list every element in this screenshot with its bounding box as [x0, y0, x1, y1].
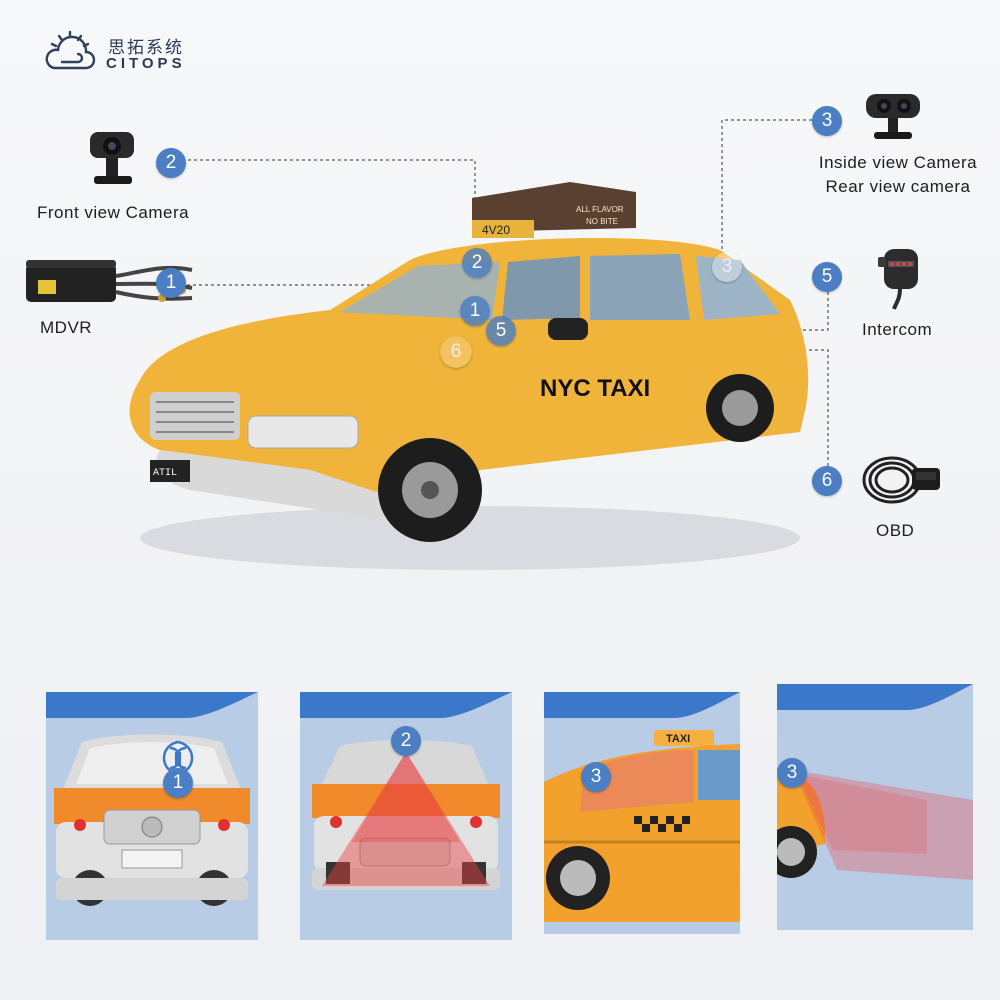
car-marker-inside-camera: 3 [712, 252, 742, 282]
citops-logo-icon [40, 30, 100, 74]
panel-badge-3b: 3 [777, 758, 807, 788]
brand-name-cn: 思拓系统 [108, 38, 184, 57]
badge-mdvr: 1 [156, 268, 186, 298]
panel-badge-3a: 3 [581, 762, 611, 792]
intercom-icon [870, 243, 930, 311]
panel-inside-camera: TAXI 3 [544, 692, 740, 934]
front-camera-label: Front view Camera [37, 203, 190, 222]
intercom-label: Intercom [862, 320, 933, 339]
panel-badge-1: 1 [163, 768, 193, 798]
mdvr-label: MDVR [40, 318, 93, 337]
taxi-car-image: 4V20 ALL FLAVOR NO BITE ATIL NYC TAXI [100, 170, 820, 580]
svg-text:ALL FLAVOR: ALL FLAVOR [576, 205, 624, 214]
badge-inside-camera: 3 [812, 106, 842, 136]
panel-badge-2: 2 [391, 726, 421, 756]
obd-label: OBD [876, 521, 915, 540]
panel-rear-camera: 3 [777, 684, 973, 930]
badge-obd: 6 [812, 466, 842, 496]
badge-front-camera: 2 [156, 148, 186, 178]
brand-name-en: CITOPS [106, 55, 186, 72]
roof-sign-text: 4V20 [482, 223, 510, 237]
front-camera-icon [82, 126, 144, 192]
svg-text:NO BITE: NO BITE [586, 217, 618, 226]
car-marker-obd: 6 [440, 336, 472, 368]
car-marker-mdvr: 1 [460, 296, 490, 326]
panel-mdvr-front: 1 [46, 692, 258, 940]
taxi-door-text: NYC TAXI [540, 375, 650, 402]
badge-intercom: 5 [812, 262, 842, 292]
car-marker-front-camera: 2 [462, 248, 492, 278]
panel-front-camera: 2 [300, 692, 512, 940]
svg-text:ATIL: ATIL [153, 468, 177, 479]
rear-camera-label: Rear view camera [825, 177, 971, 196]
panel-taxi-sign: TAXI [666, 733, 690, 745]
car-marker-intercom: 5 [486, 316, 516, 346]
inside-camera-icon [860, 90, 926, 142]
obd-cable-icon [856, 440, 946, 518]
inside-camera-label: Inside view Camera [818, 153, 978, 172]
